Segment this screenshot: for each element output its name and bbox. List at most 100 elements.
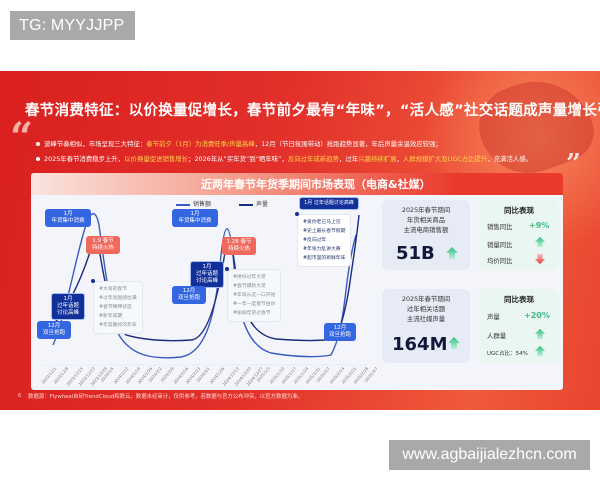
tag-dec-2025: 12月 双旦抢跑 — [324, 323, 356, 341]
note-item: #年味从这一口开始 — [233, 293, 276, 298]
bullet-text: ， — [396, 155, 403, 163]
tag-event-2025: 1.28 春节 持续火热 — [222, 237, 256, 255]
bullet-2: 2025年春节消费稳步上升，以价换量促进销售增长；2026年从“买年货”到“晒年… — [36, 154, 532, 163]
note-item: #史上最长春节假期 — [303, 229, 346, 234]
bullet-dot-icon — [36, 142, 40, 146]
market-performance-card: 近两年春节年货季期间市场表现（电商&社媒） 销售额 声量 1月 年货集中消费 1… — [31, 173, 563, 390]
pin-icon — [225, 267, 229, 271]
legend-label: 声量 — [256, 201, 269, 208]
bullet-text: 波峰节奏相似，市场呈现三大特征： — [44, 140, 147, 148]
watermark-bottom-right: www.agbaijialezhcn.com — [389, 440, 590, 470]
bullet-1: 波峰节奏相似，市场呈现三大特征：春节前夕（1月）为消费旺季/声量高峰，12月（节… — [36, 139, 442, 148]
note-item: #春节精神状态 — [99, 305, 132, 310]
tag-text: 1月 过年话题 讨论高峰 — [56, 296, 79, 316]
bullet-text: ，12月（节日氛围带动）抢跑趋势显著，年后声量余温效应较强； — [254, 140, 442, 148]
note-item: #大哥的春节 — [99, 287, 128, 292]
x-axis: 2023/12/1 2023/12/8 2023/12/15 2023/12/2… — [31, 366, 378, 387]
bullet-text: ；2026年从“买年货”到“晒年味”， — [188, 155, 288, 163]
comparison-social: 同比表现 声量 +20% 人群量 UGC占比：54% — [479, 289, 559, 363]
tag-jan-goods-2025: 1月 年货集中消费 — [172, 209, 218, 227]
legend-volume: 声量 — [239, 199, 268, 208]
stat-value: 51B — [396, 243, 435, 264]
tag-dec-2024: 12月 双旦抢跑 — [172, 286, 206, 304]
up-arrow-icon — [534, 236, 546, 248]
comparison-label: UGC占比：54% — [487, 351, 528, 357]
comparison-label: 人群量 — [487, 332, 507, 340]
up-arrow-icon — [448, 337, 460, 349]
note-item: #爱你老已马上见 — [303, 220, 341, 225]
card-title: 近两年春节年货季期间市场表现（电商&社媒） — [201, 178, 431, 191]
card-header: 近两年春节年货季期间市场表现（电商&社媒） — [31, 173, 563, 195]
note-item: #偷偷年货过春节 — [233, 311, 271, 316]
tag-jan-goods-2024: 1月 年货集中消费 — [45, 209, 91, 227]
comparison-label: 声量 — [487, 313, 500, 321]
bullet-highlight: 春节前夕（1月）为消费旺季/声量高峰 — [146, 140, 255, 148]
stat-label: 主流电商销售额 — [403, 226, 449, 234]
stat-value: 164M — [392, 334, 448, 355]
tag-text: 12月 双旦抢跑 — [177, 288, 200, 301]
comparison-title: 同比表现 — [504, 295, 534, 304]
page-number: 6 — [18, 393, 22, 399]
tag-jan-topic-2026: 1月 过年话题讨论高峰 — [299, 197, 359, 210]
up-arrow-icon — [446, 247, 458, 259]
stat-label: 2025年春节期间 — [401, 206, 451, 214]
notes-2026-topics: #爱你老已马上见 #史上最长春节假期 #反向过年 #年张力乱讲大赛 #超市里的新… — [295, 212, 352, 267]
comparison-label: 均价同比 — [487, 257, 513, 265]
legend-line-icon — [176, 203, 190, 206]
comparison-label: 销售同比 — [487, 223, 513, 231]
tag-text: 1月 年货集中消费 — [178, 211, 212, 224]
note-item: #超市里的新鲜年味 — [303, 256, 346, 261]
note-item: #年度最好的年味 — [99, 323, 137, 328]
bullet-highlight: 兴趣持续扩展 — [358, 155, 397, 163]
stat-social-volume: 2025年春节期间 过年相关话题 主流社媒声量 164M — [382, 289, 470, 363]
bullet-dot-icon — [36, 157, 40, 161]
legend-line-icon — [239, 203, 253, 206]
tag-event-2024: 1.9 春节 持续火热 — [86, 236, 120, 254]
note-item: #过年氛围感拉满 — [99, 296, 137, 301]
notes-2025-topics: #拼好过年大赏 #春节爆款大赏 #年味从这一口开始 #一年一度春节由你 #偷偷年… — [225, 267, 282, 322]
note-item: #春节爆款大赏 — [233, 284, 266, 289]
comparison-ecommerce: 同比表现 销售同比 +9% 销量同比 均价同比 — [479, 200, 559, 270]
comparison-value: +20% — [524, 311, 550, 320]
up-arrow-icon — [534, 328, 546, 340]
tag-jan-topic-2024: 1月 过年话题 讨论高峰 — [51, 293, 85, 320]
tag-text: 12月 双旦抢跑 — [42, 323, 65, 336]
note-item: #新年如期 — [99, 314, 123, 319]
quote-close-icon: ” — [566, 149, 581, 179]
bullet-text: ，过年 — [339, 155, 359, 163]
bullet-highlight: 人群规模扩大及UGC占比提升 — [402, 155, 488, 163]
tag-text: 1.28 春节 持续火热 — [226, 239, 252, 252]
watermark-top-left: TG: MYYJJPP — [10, 11, 135, 40]
stat-ecommerce-sales: 2025年春节期间 年货相关商品 主流电商销售额 51B — [382, 200, 470, 270]
stat-label: 2025年春节期间 — [401, 295, 451, 303]
note-item: #年张力乱讲大赛 — [303, 247, 341, 252]
tag-text: 1月 过年话题 讨论高峰 — [195, 264, 218, 284]
down-arrow-icon — [534, 253, 546, 265]
tag-jan-topic-2025: 1月 过年话题 讨论高峰 — [190, 261, 224, 288]
bullet-highlight: 以价换量促进销售增长 — [124, 155, 189, 163]
sales-line — [52, 213, 357, 359]
notes-2024-topics: #大哥的春节 #过年氛围感拉满 #春节精神状态 #新年如期 #年度最好的年味 — [91, 279, 143, 334]
data-source-footnote: 数据源：Flywheel自研TrendCloud和数云，数据未经审计，仅供参考，… — [28, 394, 303, 400]
stat-label: 过年相关话题 — [406, 305, 446, 313]
up-arrow-icon — [534, 345, 546, 357]
tag-text: 1月 过年话题讨论高峰 — [304, 200, 354, 206]
comparison-title: 同比表现 — [504, 206, 534, 215]
pin-icon — [295, 212, 299, 216]
comparison-label: 销量同比 — [487, 241, 513, 249]
note-item: #拼好过年大赏 — [233, 275, 266, 280]
quote-open-icon: “ — [10, 114, 34, 161]
comparison-value: +9% — [529, 221, 550, 230]
tag-text: 1.9 春节 持续火热 — [91, 238, 114, 251]
tag-dec-2023: 12月 双旦抢跑 — [37, 321, 71, 339]
tag-text: 1月 年货集中消费 — [51, 211, 85, 224]
note-item: #一年一度春节由你 — [233, 302, 276, 307]
bullet-text: ，充满活人感。 — [487, 155, 533, 163]
bullet-highlight: 反向过年成新趋势 — [287, 155, 340, 163]
note-item: #反向过年 — [303, 238, 327, 243]
pin-icon — [91, 279, 95, 283]
slide: 春节消费特征：以价换量促增长，春节前夕最有“年味”，“活人感”社交话题成声量增长… — [0, 71, 600, 410]
slide-headline: 春节消费特征：以价换量促增长，春节前夕最有“年味”，“活人感”社交话题成声量增长… — [25, 103, 600, 119]
stat-label: 年货相关商品 — [406, 216, 446, 224]
tag-text: 12月 双旦抢跑 — [328, 325, 351, 338]
